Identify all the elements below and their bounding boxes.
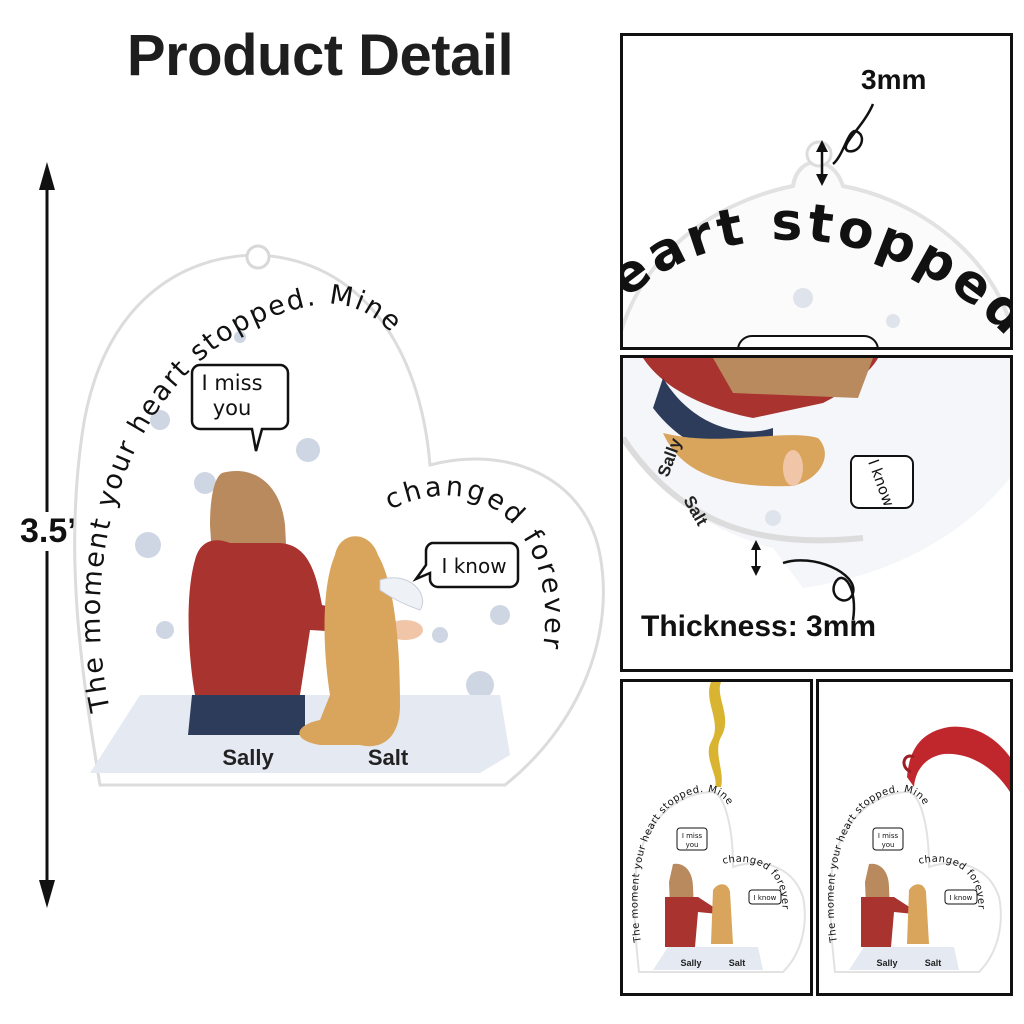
thumb1-pet-name: Salt (729, 958, 746, 968)
hole-detail-illustration: heart stopped (623, 103, 1010, 347)
hanging-hole (245, 244, 271, 270)
gold-string-icon (708, 682, 726, 787)
thumb1-bubble-person-1: I miss (682, 832, 703, 840)
person-name: Sally (222, 745, 274, 770)
speech-bubble-closeup: I know (849, 455, 914, 509)
detail-panel-thickness: I know Sally Salt Thickness: 3mm (620, 355, 1013, 672)
speech-bubble-person: I miss you (190, 363, 290, 452)
thickness-detail-illustration: I know Sally Salt (623, 358, 1010, 621)
thumb2-person-name: Sally (876, 958, 897, 968)
thumb2-bubble-person-1: I miss (878, 832, 899, 840)
bubble-person-line1: I miss (201, 371, 262, 395)
snowflake-decorations (135, 331, 510, 699)
thumbnail-ornament-gold: The moment your heart stopped. Mine chan… (630, 682, 806, 973)
bubble-pet-text: I know (441, 554, 506, 578)
hole-size-label: 3mm (861, 64, 927, 95)
thickness-label: Thickness: 3mm (641, 610, 877, 643)
thumb1-bubble-person-2: you (686, 841, 699, 849)
thumbnail-red-ribbon: The moment your heart stopped. Mine chan… (816, 679, 1013, 996)
thumbnail-ornament-red: The moment your heart stopped. Mine chan… (826, 726, 1010, 973)
thumb1-person-name: Sally (680, 958, 701, 968)
speech-bubble-pet: I know (412, 541, 520, 589)
thumb2-bubble-person-2: you (882, 841, 895, 849)
thumb1-bubble-pet: I know (754, 894, 777, 902)
thumb2-bubble-pet: I know (950, 894, 973, 902)
bubble-person-line2: you (213, 396, 252, 420)
height-dimension-label: 3.5’ (18, 512, 79, 551)
main-ornament: The moment your heart stopped. Mine chan… (73, 244, 605, 787)
detail-panel-hole: heart stopped 3mm (620, 33, 1013, 350)
thumb2-pet-name: Salt (925, 958, 942, 968)
thumbnail-gold-string: The moment your heart stopped. Mine chan… (620, 679, 813, 996)
red-ribbon-icon (907, 726, 1010, 792)
page-title: Product Detail (126, 23, 514, 88)
pet-name: Salt (368, 745, 409, 770)
dog-illustration (299, 536, 424, 747)
